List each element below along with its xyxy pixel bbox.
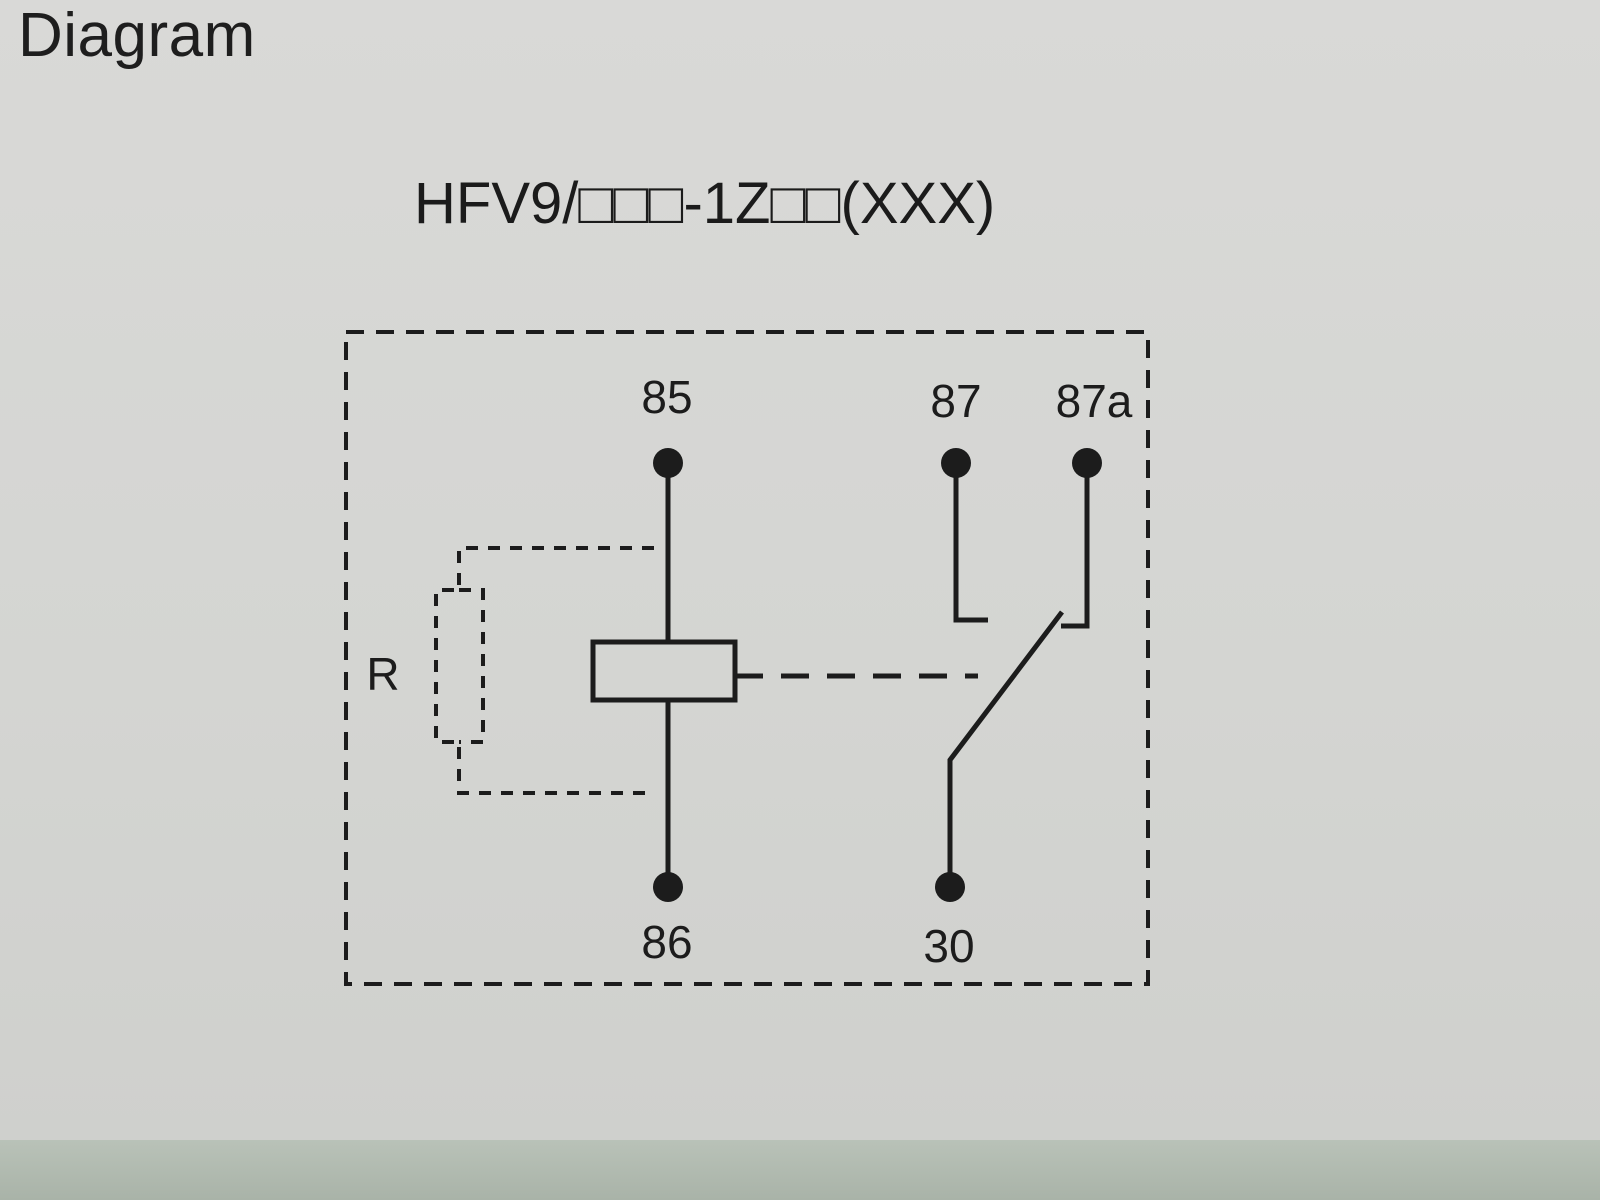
pin-label-85: 85 xyxy=(641,371,692,423)
switch-arm xyxy=(947,610,1064,887)
relay-coil xyxy=(590,639,738,703)
terminal-87-dot xyxy=(941,448,971,478)
contact-87a-wire xyxy=(1061,463,1090,629)
relay-enclosure-outline xyxy=(344,330,1150,986)
screen-area xyxy=(0,0,1600,1140)
section-heading: Diagram xyxy=(18,1,256,70)
terminal-86-dot xyxy=(653,872,683,902)
contact-87-wire xyxy=(953,463,988,623)
resistor-label: R xyxy=(366,648,399,700)
part-number-title: HFV9/□□□-1Z□□(XXX) xyxy=(414,171,996,236)
resistor-body xyxy=(459,588,485,744)
terminal-30-dot xyxy=(935,872,965,902)
terminal-85-dot xyxy=(653,448,683,478)
terminal-87a-dot xyxy=(1072,448,1102,478)
pin-label-87: 87 xyxy=(930,375,981,427)
pin-label-86: 86 xyxy=(641,916,692,968)
relay-wiring-diagram: 85 87 87a 86 30 R xyxy=(344,330,1150,986)
monitor-bezel xyxy=(0,1140,1600,1200)
pin-label-87a: 87a xyxy=(1056,375,1133,427)
resistor-branch xyxy=(434,546,654,795)
pin-label-30: 30 xyxy=(923,920,974,972)
